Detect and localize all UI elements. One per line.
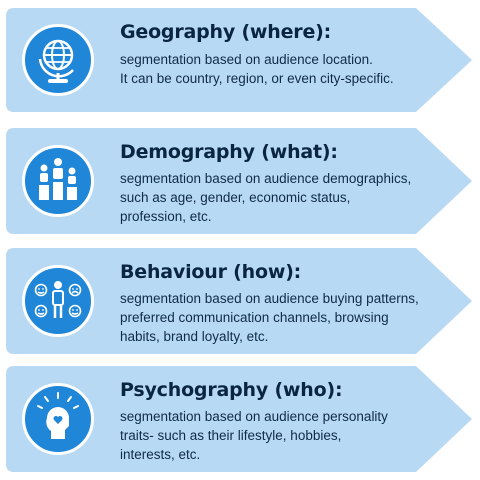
card-title: Psychography (who): (120, 379, 343, 401)
card-arrow-shape (6, 128, 472, 234)
card-description: segmentation based on audience personali… (120, 407, 388, 464)
card-description: segmentation based on audience location.… (120, 50, 394, 88)
card-title: Demography (what): (120, 141, 338, 163)
description-line: It can be country, region, or even city-… (120, 71, 394, 86)
card-arrow-shape (6, 248, 472, 354)
globe-icon (22, 24, 94, 96)
segment-card-demography: Demography (what): segmentation based on… (6, 128, 474, 234)
description-line: segmentation based on audience personali… (120, 409, 388, 424)
head-heart-icon (22, 383, 94, 455)
description-line: such as age, gender, economic status, (120, 190, 351, 205)
card-arrow-shape (6, 8, 472, 112)
description-line: segmentation based on audience location. (120, 52, 373, 67)
segment-card-behaviour: Behaviour (how): segmentation based on a… (6, 248, 474, 354)
description-line: segmentation based on audience buying pa… (120, 291, 419, 306)
card-title: Geography (where): (120, 21, 332, 43)
card-title: Behaviour (how): (120, 261, 302, 283)
segment-card-geography: Geography (where): segmentation based on… (6, 8, 474, 112)
podium-people-icon (22, 145, 94, 217)
description-line: preferred communication channels, browsi… (120, 310, 389, 325)
description-line: interests, etc. (120, 447, 201, 462)
card-arrow-shape (6, 366, 472, 472)
card-description: segmentation based on audience demograph… (120, 169, 411, 226)
description-line: habits, brand loyalty, etc. (120, 329, 269, 344)
card-description: segmentation based on audience buying pa… (120, 289, 419, 346)
segment-card-psychography: Psychography (who): segmentation based o… (6, 366, 474, 472)
description-line: profession, etc. (120, 209, 212, 224)
description-line: traits- such as their lifestyle, hobbies… (120, 428, 342, 443)
person-emotions-icon (22, 265, 94, 337)
description-line: segmentation based on audience demograph… (120, 171, 412, 186)
